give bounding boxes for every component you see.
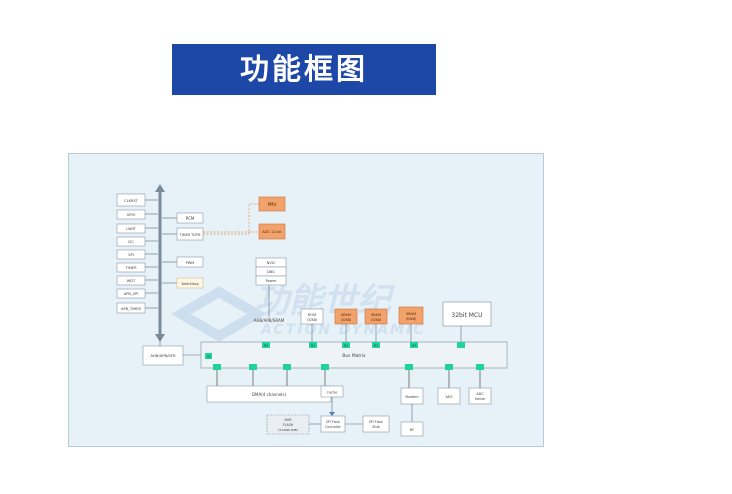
svg-text:ADC: ADC [476, 392, 484, 396]
svg-text:GPIO: GPIO [127, 213, 136, 217]
left-peripherals: CLKRST GPIO UART I2C SPI TIMER [116, 193, 158, 314]
sfr-label: AHB/APB/SFR [150, 353, 176, 358]
svg-text:APB_TIMER: APB_TIMER [121, 307, 142, 311]
peripheral-apb-spi: APB_SPI [116, 288, 158, 299]
peripheral-spi: SPI [116, 249, 158, 260]
bus-arrow-up-icon [155, 184, 165, 192]
page-title: 功能框图 [239, 52, 368, 86]
pcm-block: PCM [162, 212, 204, 224]
svg-text:WDT: WDT [127, 279, 136, 283]
sfr-block: AHB/APB/SFR [142, 345, 184, 366]
cache-label: cache [327, 391, 338, 395]
pmu-label: PMU [268, 202, 277, 207]
peripheral-clkrst: CLKRST [116, 193, 158, 207]
rf-label: RF [410, 428, 415, 432]
watchdog-label: Watchdog [182, 282, 199, 286]
block-diagram: 功能世纪 ACTION DYNAMIC CLKRST GPIO UART I2C [68, 153, 544, 447]
svg-text:(32KB): (32KB) [307, 318, 318, 322]
svg-text:TIMER: TIMER [124, 266, 137, 270]
pmu-block: PMU [258, 196, 286, 212]
svg-text:SRAM: SRAM [406, 312, 416, 316]
svg-text:CLKRST: CLKRST [124, 199, 139, 203]
svg-text:UART: UART [126, 227, 136, 231]
watermark-logo-icon [171, 286, 267, 342]
spi-flash-controller-block: SPI Flash Controller [320, 415, 346, 433]
sram-block-1: SRAM (32KB) [334, 308, 358, 325]
peripheral-wdt: WDT [116, 275, 158, 286]
pwm-block: PWM [162, 256, 204, 268]
peripheral-i2c: I2C [116, 236, 158, 247]
svg-text:M1: M1 [311, 344, 315, 348]
bus-matrix-label: Bus Matrix [342, 353, 366, 359]
cache-arrow-icon [329, 412, 335, 416]
sram-block-2: SRAM (32KB) [364, 308, 388, 325]
bus-arrows [216, 370, 481, 388]
svg-text:(64KB): (64KB) [406, 317, 417, 321]
aes-block: AES [437, 387, 461, 405]
svg-text:M3: M3 [374, 344, 378, 348]
svg-text:SPI Flash: SPI Flash [326, 420, 340, 424]
svg-text:(512KB/1MB): (512KB/1MB) [278, 428, 298, 432]
ahb-bridge-label: AHB/APB/SRAM [254, 318, 285, 323]
peripheral-gpio: GPIO [116, 209, 158, 220]
peripheral-timer: TIMER [116, 262, 158, 273]
svg-text:SPI: SPI [128, 253, 134, 257]
pmu-link [203, 203, 259, 235]
peri-stack: NVIC DBG Power [255, 257, 287, 286]
bus-matrix: Bus Matrix [200, 341, 508, 369]
svg-text:Power: Power [266, 279, 277, 283]
svg-text:M0: M0 [264, 344, 268, 348]
mcu-label: 32bit MCU [451, 312, 482, 319]
svg-text:(32KB): (32KB) [371, 318, 382, 322]
peripheral-apb-timer: APB_TIMER [116, 302, 158, 314]
svg-text:Stub: Stub [372, 425, 379, 429]
pwm-label: PWM [186, 261, 195, 265]
dma-block: DMA(4 channels) [206, 385, 332, 403]
modem-label: Modem [405, 395, 419, 399]
aes-label: AES [445, 395, 453, 399]
watchdog-block: Watchdog [162, 277, 204, 289]
bus-bottom-tags [213, 364, 484, 370]
svg-text:S0: S0 [207, 355, 211, 359]
svg-text:DBG: DBG [267, 270, 275, 274]
dma-label: DMA(4 channels) [252, 392, 287, 397]
svg-text:Sense: Sense [475, 397, 485, 401]
sram-block-3: SRAM (64KB) [398, 306, 424, 325]
svg-text:M4: M4 [412, 344, 416, 348]
svg-text:SPI Flash: SPI Flash [369, 420, 383, 424]
peripheral-uart: UART [116, 223, 158, 234]
pcm-label: PCM [186, 216, 195, 221]
timer-label: TIMER TCPM [179, 233, 201, 237]
svg-text:NOR: NOR [284, 418, 292, 422]
svg-text:ROM: ROM [308, 313, 316, 317]
cache-block: cache [320, 385, 344, 398]
watermark: 功能世纪 ACTION DYNAMIC [171, 281, 426, 342]
adc-block: ADC 12-bit [258, 223, 286, 240]
svg-text:(32KB): (32KB) [341, 318, 352, 322]
svg-text:NVIC: NVIC [267, 261, 276, 265]
svg-text:FLASH: FLASH [283, 423, 294, 427]
adc-label: ADC 12-bit [262, 230, 282, 234]
nor-flash-block: NOR FLASH (512KB/1MB) [266, 414, 310, 435]
title-banner: 功能框图 [172, 44, 436, 95]
svg-text:SRAM: SRAM [341, 313, 351, 317]
modem-block: Modem [400, 387, 424, 405]
svg-text:SRAM: SRAM [371, 313, 381, 317]
svg-text:M2: M2 [344, 344, 348, 348]
watermark-en: ACTION DYNAMIC [260, 322, 426, 338]
rf-block: RF [400, 421, 424, 437]
svg-text:I2C: I2C [128, 240, 134, 244]
timer-block: TIMER TCPM [162, 227, 204, 241]
rom-block: ROM (32KB) [300, 308, 324, 325]
svg-text:APB_SPI: APB_SPI [124, 292, 138, 296]
adc-sense-block: ADC Sense [468, 387, 492, 405]
svg-text:Controller: Controller [325, 425, 341, 429]
bus-top-tags: S0 M0 M1 M2 M3 M4 [205, 342, 465, 359]
spi-flash-stub-block: SPI Flash Stub [362, 415, 390, 433]
mcu-block: 32bit MCU [442, 301, 492, 327]
